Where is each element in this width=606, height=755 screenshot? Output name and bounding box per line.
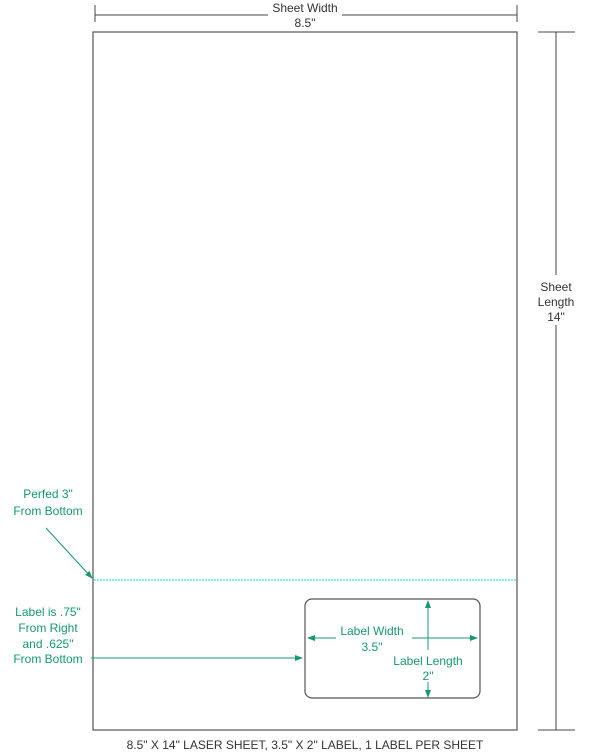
sheet-width-dimension: Sheet Width 8.5" [94,1,518,30]
label-outline [304,598,481,699]
label-position-note: Label is .75" From Right and .625" From … [13,605,303,666]
label-length-value: 2" [423,669,434,683]
label-position-line2: From Right [18,621,78,635]
label-position-line3: and .625" [23,637,74,651]
label-length-dimension: Label Length 2" [393,600,463,698]
sheet-length-label-2: Length [538,295,575,309]
label-position-line4: From Bottom [13,652,82,666]
perf-note-line2: From Bottom [13,504,82,518]
perf-note-line1: Perfed 3" [23,487,73,501]
label-width-dimension: Label Width 3.5" [307,624,478,654]
label-position-line1: Label is .75" [15,605,81,619]
diagram-caption: 8.5" X 14" LASER SHEET, 3.5" X 2" LABEL,… [127,738,484,752]
label-width-label: Label Width [340,624,403,638]
label-width-value: 3.5" [362,640,383,654]
sheet-length-value: 14" [547,310,565,324]
perf-arrow [45,527,93,579]
sheet-length-label-1: Sheet [540,280,572,294]
label-length-label: Label Length [393,654,462,668]
sheet-width-label: Sheet Width [272,1,337,15]
sheet-length-dimension: Sheet Length 14" [538,31,575,731]
sheet-width-value: 8.5" [295,16,316,30]
perf-note: Perfed 3" From Bottom [13,487,93,579]
